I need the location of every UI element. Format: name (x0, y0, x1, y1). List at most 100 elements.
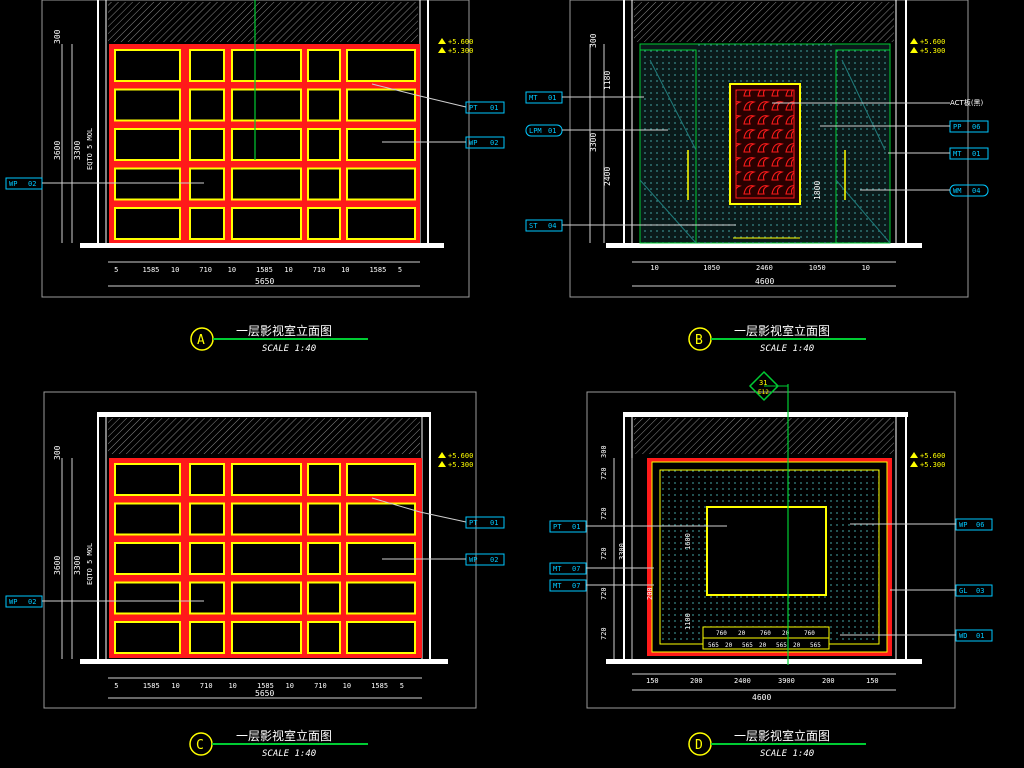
tag-code: WP (9, 180, 17, 188)
tags-left: PT 01 MT 07 MT 07 (549, 520, 727, 592)
dim-label: 710 (199, 266, 212, 274)
total-width: 4600 (752, 693, 771, 702)
tag-right-1: PT 01 (371, 83, 505, 114)
dim-label: 5 (114, 266, 118, 274)
dim-label: 1100 (684, 613, 692, 630)
dim-label: 10 (171, 266, 179, 274)
dim-label: 5 (114, 682, 118, 690)
tags-right: ACT板(黑) PP 06 MT 01 WM 04 (772, 98, 989, 197)
wall-panel-cell (231, 88, 302, 122)
floor-slab (606, 659, 922, 664)
note-text: ACT板(黑) (950, 98, 984, 107)
tag-code: PT (469, 104, 478, 112)
dim-label: 2460 (756, 264, 773, 272)
tag-num: 01 (972, 150, 980, 158)
wall-panel-cell (346, 49, 416, 82)
wall-panel-cell (307, 49, 341, 82)
dim-label: 3300 (73, 141, 82, 160)
tag-num: 04 (972, 187, 980, 195)
wall-panel-cell (307, 207, 341, 240)
dim-label: 1180 (603, 71, 612, 90)
view-id: B (695, 333, 703, 348)
right-side-panel (835, 49, 891, 244)
wall-panel-cell (189, 463, 225, 496)
dim-label: 3900 (778, 677, 795, 685)
drawing-title: B 一层影视室立面图 SCALE 1:40 (688, 323, 866, 354)
tags-right: WP 06 GL 03 WD 01 (840, 518, 993, 642)
dim-label: 200 (690, 677, 703, 685)
tag-num: 02 (490, 139, 498, 147)
elevation-marker-icon (910, 47, 918, 53)
wall-panel-cell (189, 621, 225, 654)
leader-line (371, 83, 467, 108)
drawing-title: D 一层影视室立面图 SCALE 1:40 (688, 728, 866, 759)
total-width: 4600 (755, 277, 774, 286)
tag-num: 02 (28, 598, 36, 606)
tag-right-1: PT 01 (371, 497, 505, 529)
feature-panel-ornament (735, 89, 795, 199)
dim-label: 20 (782, 630, 790, 637)
drawing-scale: SCALE 1:40 (760, 344, 814, 354)
tag-num: 07 (572, 565, 580, 573)
wall-panel-cell (114, 621, 181, 654)
elev-marks: +5.600 +5.300 (438, 38, 473, 55)
dim-label: 10 (341, 266, 349, 274)
left-side-panel (639, 49, 697, 244)
elevation-marker-icon (910, 452, 918, 458)
tag-code: MT (953, 150, 962, 158)
dim-label: 5 (400, 682, 404, 690)
dim-label: EQTO 5 MOL (86, 543, 94, 585)
tag-left: WP 02 (5, 595, 204, 608)
dim-label: 1585 (369, 266, 386, 274)
tag-num: 01 (490, 519, 498, 527)
wall-panel-cell (189, 88, 225, 122)
dim-label: 1585 (143, 682, 160, 690)
elev-label: +5.600 (448, 452, 473, 460)
dim-label: 2400 (603, 167, 612, 186)
wall-panel-cell (346, 621, 416, 654)
dim-label: 150 (866, 677, 879, 685)
tag-num: 02 (28, 180, 36, 188)
tag-num: 01 (490, 104, 498, 112)
dim-label: 1050 (703, 264, 720, 272)
elevation-marker-icon (910, 461, 918, 467)
elevation-marker-icon (910, 38, 918, 44)
elev-label: +5.300 (448, 461, 473, 469)
dim-label: 10 (284, 266, 292, 274)
drawing-title: A 一层影视室立面图 SCALE 1:40 (190, 323, 368, 354)
tag-code: ST (529, 222, 538, 230)
dim-label: 720 (600, 627, 608, 640)
elevation-marker-icon (438, 461, 446, 467)
dim-label: 300 (589, 33, 598, 48)
dim-label: 720 (600, 587, 608, 600)
drawing-scale: SCALE 1:40 (760, 749, 814, 759)
elev-label: +5.300 (920, 461, 945, 469)
wall-panel-cell (189, 167, 225, 201)
tag-num: 06 (976, 521, 984, 529)
dim-label: 565 (776, 642, 787, 649)
tag-code: PT (469, 519, 478, 527)
tag-num: 01 (548, 94, 556, 102)
dim-label: 1585 (143, 266, 160, 274)
elev-marks: +5.600 +5.300 (910, 452, 945, 469)
wall-panel-cell (231, 167, 302, 201)
leader-line (371, 497, 467, 523)
yellow-panel-grid (114, 49, 416, 240)
wall-panel-cell (114, 88, 181, 122)
wall-panel-cell (189, 207, 225, 240)
drawing-title: C 一层影视室立面图 SCALE 1:40 (189, 728, 368, 759)
dim-label: 20 (759, 642, 767, 649)
wall-panel-cell (307, 621, 341, 654)
wall-panel-cell (231, 463, 302, 496)
material-tag-box (465, 101, 505, 114)
dim-label: 710 (313, 266, 326, 274)
wall-panel-cell (114, 167, 181, 201)
floor-slab (80, 659, 448, 664)
